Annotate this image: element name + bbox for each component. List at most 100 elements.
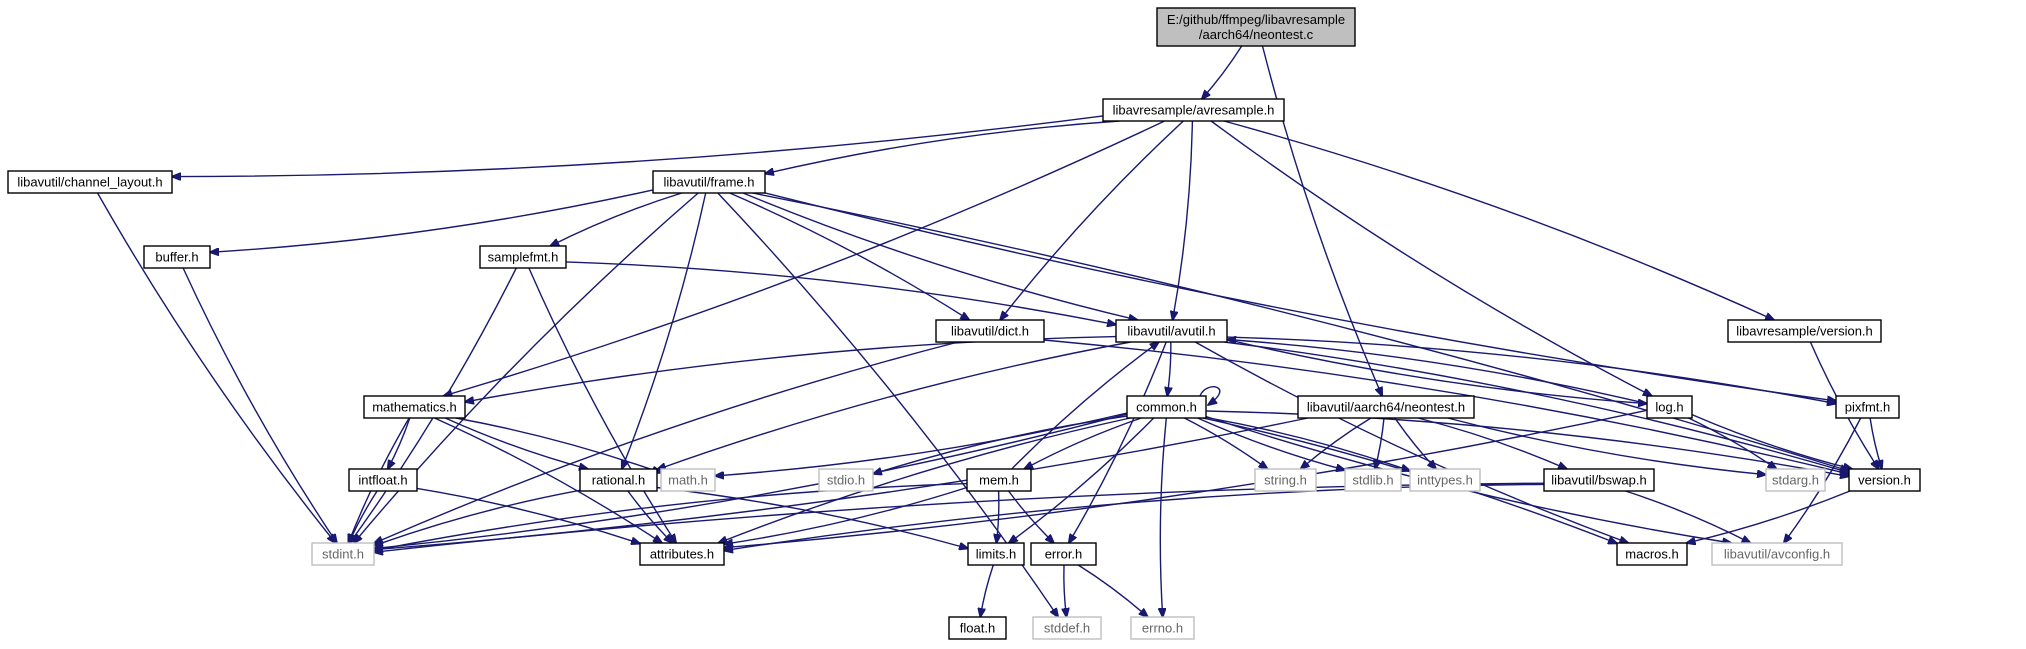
edge-frame-to-samplefmt: [550, 192, 682, 246]
node-label: macros.h: [1625, 547, 1678, 562]
node-pixfmt[interactable]: pixfmt.h: [1835, 395, 1900, 419]
node-frame[interactable]: libavutil/frame.h: [652, 170, 766, 194]
node-box: [1835, 395, 1900, 419]
edge-frame-to-rational: [622, 192, 707, 469]
node-label: libavutil/frame.h: [663, 175, 754, 190]
node-attributes[interactable]: attributes.h: [639, 542, 725, 566]
node-box: [1409, 468, 1481, 492]
node-math-h: math.h: [660, 468, 716, 492]
node-error[interactable]: error.h: [1030, 542, 1097, 566]
node-label: version.h: [1858, 473, 1911, 488]
node-label: error.h: [1045, 547, 1083, 562]
edge-root-to-avresample: [1202, 45, 1243, 99]
node-inttypes: inttypes.h: [1409, 468, 1481, 492]
edge-avresample-to-mathematics: [443, 120, 1165, 396]
edge-frame-to-dict: [729, 192, 970, 320]
node-box: [1646, 395, 1693, 419]
node-label: libavutil/avutil.h: [1127, 324, 1215, 339]
edge-buffer-to-stdint: [182, 267, 337, 543]
edge-common-to-string: [1184, 417, 1267, 469]
node-box: [1102, 98, 1285, 122]
node-label: mathematics.h: [372, 400, 457, 415]
node-box: [579, 468, 658, 492]
node-label: stdio.h: [827, 473, 865, 488]
node-box: [652, 170, 766, 194]
edge-bswap-to-stdint: [374, 482, 1545, 552]
node-avutil[interactable]: libavutil/avutil.h: [1115, 319, 1228, 343]
edge-common-to-stdlib: [1197, 417, 1345, 470]
node-label: libavutil/bswap.h: [1551, 473, 1646, 488]
node-box: [1848, 468, 1921, 492]
node-box: [1297, 395, 1475, 419]
edge-avutil-to-macros: [1194, 341, 1628, 543]
node-bswap[interactable]: libavutil/bswap.h: [1543, 468, 1655, 492]
node-intfloat[interactable]: intfloat.h: [348, 468, 418, 492]
node-label: stdint.h: [322, 547, 364, 562]
node-rational[interactable]: rational.h: [579, 468, 658, 492]
node-common[interactable]: common.h: [1126, 395, 1207, 419]
edge-layer: [96, 45, 1882, 617]
edge-avresample-to-channel_layout: [172, 115, 1104, 177]
edge-frame-to-buffer: [210, 189, 654, 252]
edge-common-to-mem: [1024, 417, 1142, 469]
node-box: [479, 245, 567, 269]
edge-mathematics-to-intfloat: [388, 417, 411, 469]
node-box: [1765, 468, 1826, 492]
edge-mathematics-to-math_h: [455, 417, 661, 473]
edge-common-to-inttypes: [1205, 416, 1410, 470]
node-stdlib: stdlib.h: [1344, 468, 1402, 492]
edge-common-to-common: [1199, 386, 1221, 405]
node-box: [966, 468, 1032, 492]
edge-avresample-to-avutil: [1173, 120, 1194, 320]
node-avresample[interactable]: libavresample/avresample.h: [1102, 98, 1285, 122]
node-log[interactable]: log.h: [1646, 395, 1693, 419]
edge-mem-to-error: [1008, 490, 1054, 543]
edge-version-to-macros: [1687, 490, 1851, 543]
node-label: libavresample/avresample.h: [1113, 103, 1275, 118]
edge-log-to-version: [1691, 413, 1852, 469]
node-box: [1115, 319, 1228, 343]
node-samplefmt[interactable]: samplefmt.h: [479, 245, 567, 269]
node-label: math.h: [668, 473, 708, 488]
node-version[interactable]: version.h: [1848, 468, 1921, 492]
node-box: [1616, 542, 1688, 566]
edge-avutil-to-version: [1224, 341, 1849, 473]
node-mathematics[interactable]: mathematics.h: [363, 395, 466, 419]
node-box: [348, 468, 418, 492]
node-channel-layout[interactable]: libavutil/channel_layout.h: [7, 170, 173, 194]
node-buffer[interactable]: buffer.h: [143, 245, 211, 269]
edge-log-to-attributes: [724, 409, 1648, 547]
node-box: [1130, 616, 1195, 640]
node-box: [948, 616, 1007, 640]
node-label: samplefmt.h: [488, 250, 559, 265]
node-box: [1543, 468, 1655, 492]
edge-avutil-to-mathematics: [465, 335, 1117, 402]
node-mem[interactable]: mem.h: [966, 468, 1032, 492]
edge-neontest_h-to-string: [1301, 417, 1372, 469]
node-label: intfloat.h: [358, 473, 407, 488]
edge-common-to-math_h: [715, 412, 1128, 476]
node-label: libavutil/aarch64/neontest.h: [1307, 400, 1465, 415]
node-label: errno.h: [1142, 621, 1183, 636]
node-box: [143, 245, 211, 269]
node-float-h[interactable]: float.h: [948, 616, 1007, 640]
node-box: [935, 319, 1045, 343]
node-label: log.h: [1655, 400, 1683, 415]
node-root[interactable]: E:/github/ffmpeg/libavresample/aarch64/n…: [1156, 7, 1356, 47]
node-limits[interactable]: limits.h: [967, 542, 1025, 566]
node-box: [660, 468, 716, 492]
node-label: inttypes.h: [1417, 473, 1473, 488]
edge-avresample-to-frame: [765, 120, 1120, 174]
node-neontest-h[interactable]: libavutil/aarch64/neontest.h: [1297, 395, 1475, 419]
node-label: common.h: [1136, 400, 1197, 415]
edge-avresample-to-dict: [1000, 120, 1184, 320]
node-label: buffer.h: [155, 250, 198, 265]
node-stdint: stdint.h: [311, 542, 375, 566]
node-stdio: stdio.h: [818, 468, 874, 492]
node-dict[interactable]: libavutil/dict.h: [935, 319, 1045, 343]
node-macros[interactable]: macros.h: [1616, 542, 1688, 566]
node-res-version[interactable]: libavresample/version.h: [1727, 319, 1882, 343]
edge-rational-to-stdint: [374, 489, 581, 545]
node-box: [818, 468, 874, 492]
edge-neontest_h-to-stdlib: [1375, 417, 1385, 469]
